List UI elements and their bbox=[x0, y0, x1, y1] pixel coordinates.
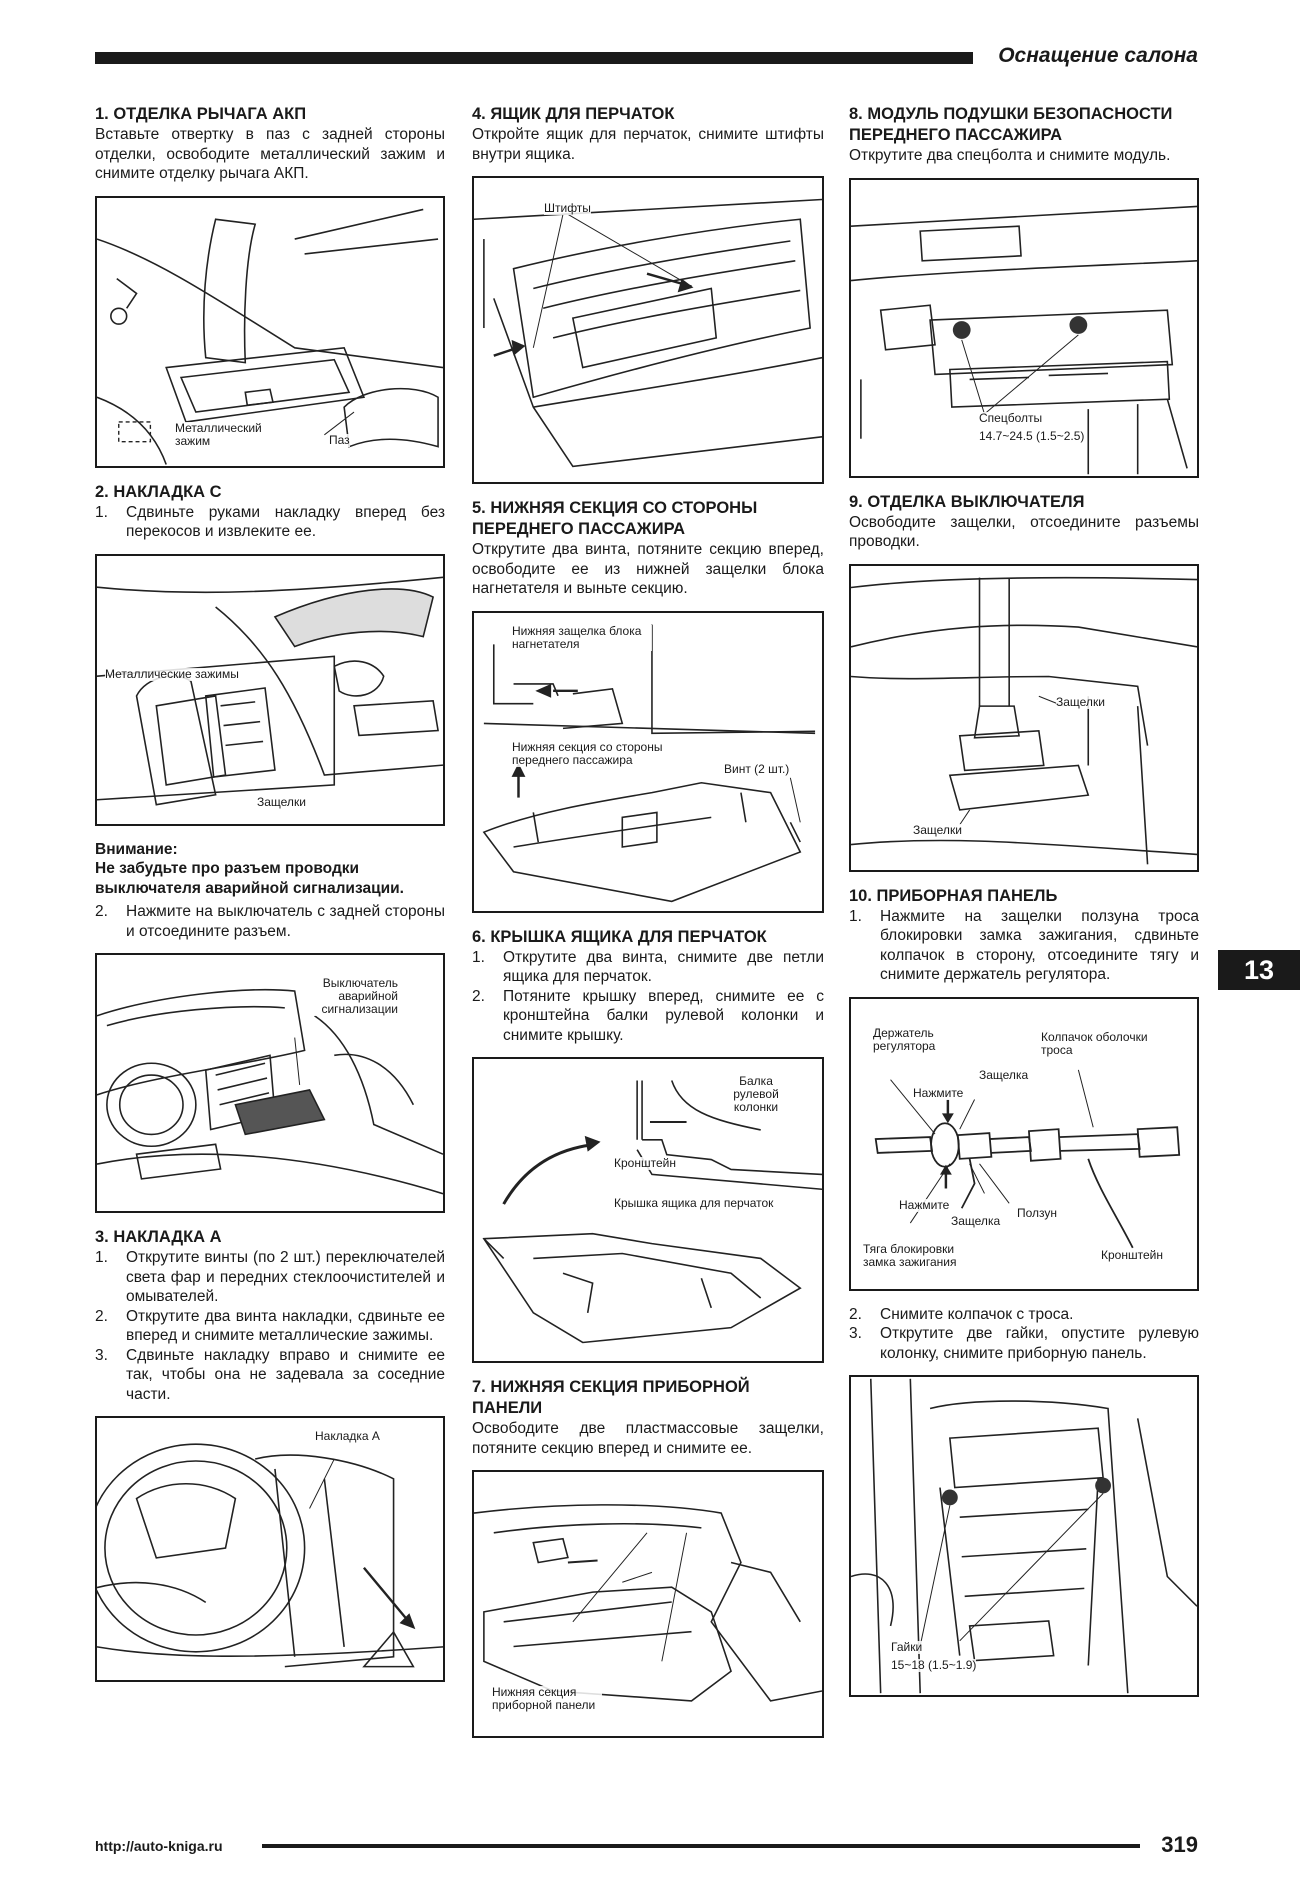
footer-rule bbox=[262, 1844, 1140, 1848]
list-item: 2.Нажмите на выключатель с задней сторон… bbox=[95, 903, 445, 940]
warning-text: Не забудьте про разъем проводки выключат… bbox=[95, 860, 404, 897]
section-6-title: 6. КРЫШКА ЯЩИКА ДЛЯ ПЕРЧАТОК bbox=[472, 927, 767, 946]
passenger-lower-section-drawing bbox=[482, 624, 816, 902]
ignition-cable-drawing bbox=[874, 1069, 1181, 1248]
label-pins: Штифты bbox=[544, 201, 591, 215]
section-5-title: 5. НИЖНЯЯ СЕКЦИЯ СО СТОРОНЫ ПЕРЕДНЕГО ПА… bbox=[472, 499, 758, 538]
label-latches-bottom: Защелки bbox=[913, 822, 962, 837]
list-item: 2.Потяните крышку вперед, снимите ее с к… bbox=[472, 987, 824, 1044]
column-2: 4. ЯЩИК ДЛЯ ПЕРЧАТОК Откройте ящик для п… bbox=[472, 104, 824, 1752]
label-nut-torque: 15~18 (1.5~1.9) bbox=[891, 1658, 977, 1672]
steering-column-nuts-drawing bbox=[851, 1378, 1197, 1694]
hazard-switch-drawing bbox=[97, 989, 443, 1195]
section-2-title: 2. НАКЛАДКА С bbox=[95, 482, 222, 501]
section-2-list: 1.Сдвиньте руками накладку вперед без пе… bbox=[95, 503, 445, 542]
section-8-text: Открутите два спецболта и снимите модуль… bbox=[849, 147, 1171, 164]
label-nuts: Гайки bbox=[891, 1640, 923, 1654]
chapter-tab: 13 bbox=[1218, 950, 1300, 990]
label-slider: Ползун bbox=[1017, 1205, 1058, 1220]
label-steering-beam: Балка рулевой колонки bbox=[726, 1075, 786, 1114]
figure-glove-box: Штифты bbox=[472, 176, 824, 484]
label-bracket: Кронштейн bbox=[1101, 1247, 1163, 1262]
list-item: 1.Открутите два винта, снимите две петли… bbox=[472, 948, 824, 986]
column-3: 8. МОДУЛЬ ПОДУШКИ БЕЗОПАСНОСТИ ПЕРЕДНЕГО… bbox=[849, 104, 1199, 1711]
figure-hazard-switch: Выключатель аварийной сигнализации bbox=[95, 953, 445, 1213]
section-2b-list: 2.Нажмите на выключатель с задней сторон… bbox=[95, 902, 445, 941]
label-bolt-torque: 14.7~24.5 (1.5~2.5) bbox=[979, 428, 1085, 443]
figure-panel-a: Накладка А bbox=[95, 1416, 445, 1682]
glove-box-drawing bbox=[474, 198, 822, 468]
label-panel-a: Накладка А bbox=[315, 1429, 380, 1443]
label-bracket: Кронштейн bbox=[614, 1156, 676, 1170]
section-1-title: 1. ОТДЕЛКА РЫЧАГА АКП bbox=[95, 105, 307, 123]
lower-instrument-section-drawing bbox=[474, 1504, 822, 1702]
switch-trim-drawing bbox=[851, 576, 1197, 864]
label-latch-bottom: Защелка bbox=[951, 1213, 1001, 1228]
list-item: 3.Сдвиньте накладку вправо и снимите ее … bbox=[95, 1346, 445, 1403]
label-lower-instrument-section: Нижняя секция приборной панели bbox=[492, 1686, 602, 1712]
figure-glove-box-lid: Балка рулевой колонки Кронштейн Крышка я… bbox=[472, 1057, 824, 1363]
figure-lower-instrument-section: Нижняя секция приборной панели bbox=[472, 1470, 824, 1738]
label-passenger-section: Нижняя секция со стороны переднего пасса… bbox=[512, 740, 702, 767]
label-press-bottom: Нажмите bbox=[899, 1197, 950, 1212]
label-lid: Крышка ящика для перчаток bbox=[614, 1196, 774, 1210]
page-title: Оснащение салона bbox=[998, 44, 1198, 67]
section-9-text: Освободите защелки, отсоедините разъемы … bbox=[849, 513, 1199, 551]
glove-box-lid-drawing bbox=[482, 1080, 822, 1344]
figure-airbag-module: Спецболты 14.7~24.5 (1.5~2.5) bbox=[849, 177, 1199, 478]
warning-title: Внимание: bbox=[95, 840, 178, 858]
figure-passenger-lower-section: Нижняя защелка блока нагнетателя Нижняя … bbox=[472, 610, 824, 913]
page-number: 319 bbox=[1161, 1832, 1198, 1857]
section-8-title: 8. МОДУЛЬ ПОДУШКИ БЕЗОПАСНОСТИ ПЕРЕДНЕГО… bbox=[849, 105, 1173, 144]
list-item: 1.Нажмите на защелки ползуна троса блоки… bbox=[849, 907, 1199, 984]
label-latches: Защелки bbox=[257, 794, 306, 809]
section-10-list: 1.Нажмите на защелки ползуна троса блоки… bbox=[849, 907, 1199, 985]
airbag-module-drawing bbox=[851, 205, 1197, 474]
label-hazard-switch: Выключатель аварийной сигнализации bbox=[302, 977, 398, 1016]
footer-url[interactable]: http://auto-kniga.ru bbox=[95, 1838, 223, 1854]
shift-lever-drawing bbox=[97, 208, 443, 465]
label-regulator-holder: Держатель регулятора bbox=[873, 1026, 953, 1053]
section-10-list-continued: 2.Снимите колпачок с троса. 3.Открутите … bbox=[849, 1305, 1199, 1364]
list-item: 3.Открутите две гайки, опустите рулевую … bbox=[849, 1325, 1199, 1362]
label-press-top: Нажмите bbox=[913, 1085, 964, 1100]
section-10-title: 10. ПРИБОРНАЯ ПАНЕЛЬ bbox=[849, 886, 1058, 905]
figure-steering-column-nuts: Гайки 15~18 (1.5~1.9) bbox=[849, 1375, 1199, 1697]
label-special-bolts: Спецболты bbox=[979, 410, 1043, 425]
list-item: 2.Открутите два винта накладки, сдвиньте… bbox=[95, 1307, 445, 1345]
section-3-list: 1.Открутите винты (по 2 шт.) переключате… bbox=[95, 1248, 445, 1404]
figure-panel-c: Металлические зажимы Защелки bbox=[95, 553, 445, 826]
section-4-text: Откройте ящик для перчаток, снимите штиф… bbox=[472, 126, 824, 163]
panel-a-drawing bbox=[97, 1443, 443, 1668]
header-rule bbox=[95, 52, 973, 64]
section-3-title: 3. НАКЛАДКА А bbox=[95, 1228, 222, 1246]
label-metal-clips: Металлические зажимы bbox=[105, 666, 239, 681]
section-5-text: Открутите два винта, потяните секцию впе… bbox=[472, 541, 824, 597]
section-6-list: 1.Открутите два винта, снимите две петли… bbox=[472, 948, 824, 1046]
section-7-text: Освободите две пластмассовые защелки, по… bbox=[472, 1420, 824, 1457]
label-latch: Защелка bbox=[979, 1067, 1029, 1082]
label-screw: Винт (2 шт.) bbox=[724, 761, 790, 776]
section-9-title: 9. ОТДЕЛКА ВЫКЛЮЧАТЕЛЯ bbox=[849, 492, 1085, 511]
column-1: 1. ОТДЕЛКА РЫЧАГА АКП Вставьте отвертку … bbox=[95, 104, 445, 1696]
label-lower-latch: Нижняя защелка блока нагнетателя bbox=[512, 624, 652, 651]
list-item: 1.Сдвиньте руками накладку вперед без пе… bbox=[95, 503, 445, 541]
section-1-text: Вставьте отвертку в паз с задней стороны… bbox=[95, 126, 445, 182]
figure-shift-lever: Металлический зажим Паз bbox=[95, 195, 445, 468]
label-cable-cap: Колпачок оболочки троса bbox=[1041, 1030, 1161, 1057]
figure-ignition-cable: Держатель регулятора Колпачок оболочки т… bbox=[849, 996, 1199, 1291]
section-4-title: 4. ЯЩИК ДЛЯ ПЕРЧАТОК bbox=[472, 105, 675, 123]
label-metal-clip: Металлический зажим bbox=[175, 421, 295, 448]
section-7-title: 7. НИЖНЯЯ СЕКЦИЯ ПРИБОРНОЙ ПАНЕЛИ bbox=[472, 1378, 750, 1417]
label-latches-top: Защелки bbox=[1056, 694, 1105, 709]
figure-switch-trim: Защелки Защелки bbox=[849, 563, 1199, 872]
panel-c-drawing bbox=[97, 576, 443, 806]
list-item: 2.Снимите колпачок с троса. bbox=[849, 1305, 1074, 1323]
label-slot: Паз bbox=[329, 432, 350, 447]
list-item: 1.Открутите винты (по 2 шт.) переключате… bbox=[95, 1249, 445, 1305]
label-ignition-rod: Тяга блокировки замка зажигания bbox=[863, 1242, 983, 1269]
